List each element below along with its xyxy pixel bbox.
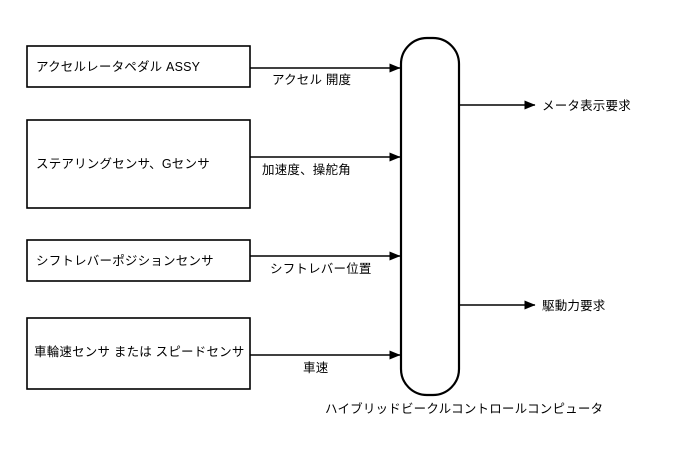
- source-block-shift-lever-position-sensor[interactable]: [26, 239, 251, 282]
- output-signal-label-meter-display-request: メータ表示要求: [542, 99, 631, 113]
- input-signal-label-vehicle-speed: 車速: [303, 361, 329, 375]
- source-block-steering-g-sensor[interactable]: [26, 119, 251, 209]
- ecu-block-hybrid-vehicle-control-computer[interactable]: [399, 36, 461, 397]
- input-signal-label-accel-opening: アクセル 開度: [272, 73, 352, 87]
- source-block-wheel-speed-sensor[interactable]: [26, 317, 251, 390]
- source-block-label-shift-lever-position-sensor: シフトレバーポジションセンサ: [36, 254, 214, 268]
- source-block-label-wheel-speed-sensor: 車輪速センサ または スピードセンサ: [34, 345, 245, 359]
- output-signal-label-driving-force-request: 駆動力要求: [542, 299, 606, 313]
- input-signal-label-accel-steer-angle: 加速度、操舵角: [262, 163, 351, 177]
- source-block-label-accel-pedal-assy: アクセルレータペダル ASSY: [36, 60, 201, 74]
- source-block-label-steering-g-sensor: ステアリングセンサ、Gセンサ: [36, 157, 210, 171]
- ecu-block-caption: ハイブリッドビークルコントロールコンピュータ: [325, 402, 604, 416]
- input-signal-label-shift-lever-position: シフトレバー位置: [270, 262, 372, 276]
- source-block-accel-pedal-assy[interactable]: [26, 45, 251, 88]
